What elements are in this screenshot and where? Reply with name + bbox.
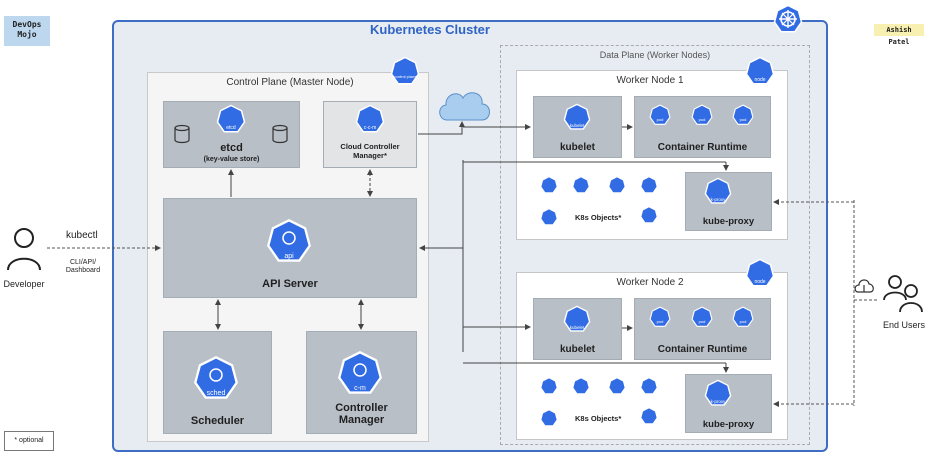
k8s-objects-1-label: K8s Objects* xyxy=(575,213,622,222)
kube-proxy-2-title: kube-proxy xyxy=(702,419,755,430)
end-users-icon xyxy=(883,275,923,313)
developer-icon xyxy=(7,228,41,271)
brand-badge: DevOps Mojo xyxy=(4,16,50,46)
etcd-title: etcd xyxy=(220,142,243,154)
scheduler-title: Scheduler xyxy=(190,415,245,427)
controller-manager-title: Controller Manager xyxy=(335,402,388,426)
kubelet-2-title: kubelet xyxy=(559,344,595,355)
k8s-objects-2-label: K8s Objects* xyxy=(575,414,622,423)
kubelet-1-title: kubelet xyxy=(559,142,595,153)
worker-node-1-title: Worker Node 1 xyxy=(616,75,684,86)
author-badge: Ashish Patel xyxy=(874,24,924,46)
etcd-subtitle: (key-value store) xyxy=(203,156,260,163)
runtime-2-title: Container Runtime xyxy=(657,344,748,355)
cli-label: CLI/API/ Dashboard xyxy=(65,259,101,274)
k8s-objects-2-box[interactable] xyxy=(532,373,665,432)
control-plane-title: Control Plane (Master Node) xyxy=(226,77,354,88)
ccm-box[interactable] xyxy=(323,101,417,168)
cloud-provider-label: Cloud Provider API xyxy=(445,96,485,111)
runtime-1-title: Container Runtime xyxy=(657,142,748,153)
data-plane-title: Data Plane (Worker Nodes) xyxy=(599,50,711,60)
data-plane-region xyxy=(500,45,810,445)
cluster-title: Kubernetes Cluster xyxy=(370,22,490,37)
optional-legend: * optional xyxy=(4,431,54,451)
kubectl-label: kubectl xyxy=(66,230,98,241)
worker-node-2-title: Worker Node 2 xyxy=(616,277,684,288)
api-server-title: API Server xyxy=(262,278,318,290)
end-users-label: End Users xyxy=(882,320,926,330)
ccm-title: Cloud Controller Manager* xyxy=(340,142,400,160)
cloud-upload-icon xyxy=(854,279,874,293)
kube-proxy-1-title: kube-proxy xyxy=(702,216,755,227)
k8s-objects-1-box[interactable] xyxy=(532,172,665,231)
developer-label: Developer xyxy=(3,279,45,289)
